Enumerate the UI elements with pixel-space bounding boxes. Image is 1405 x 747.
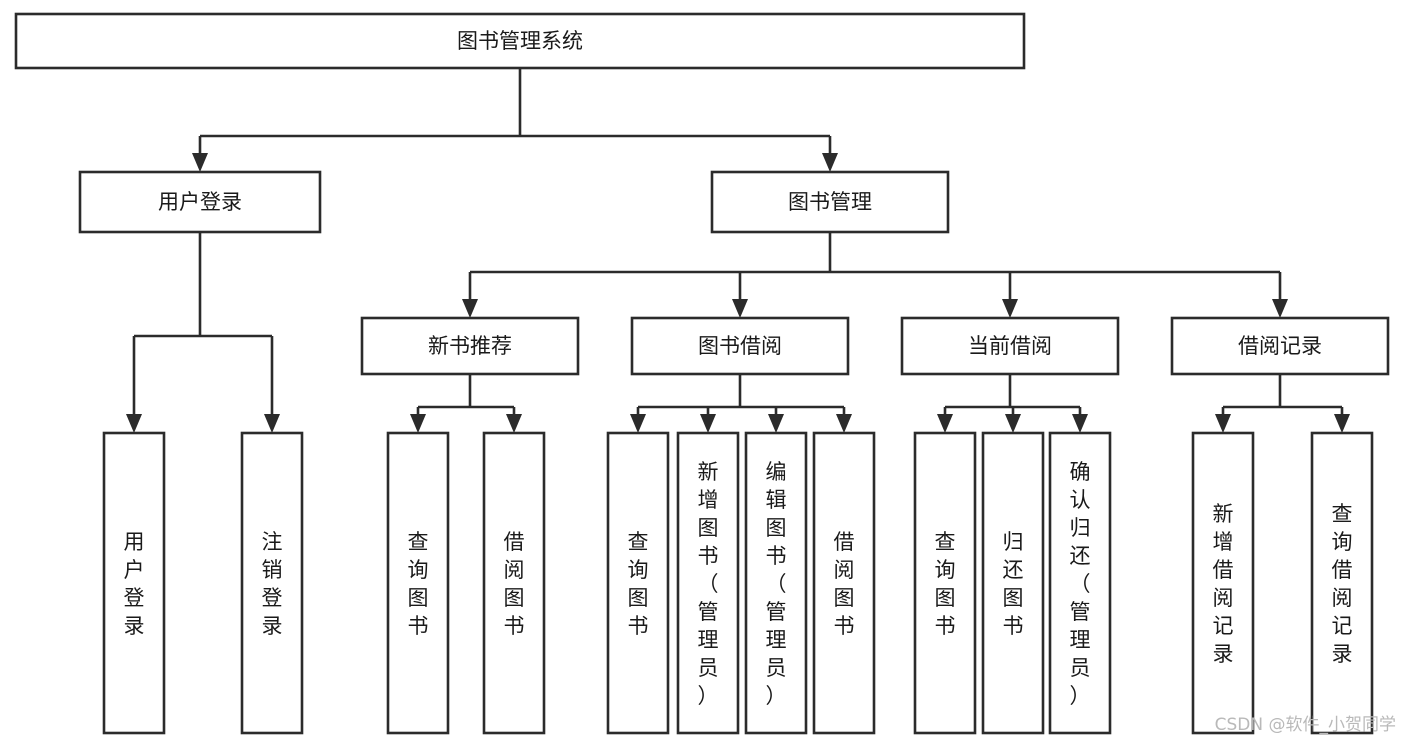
node-label: 新书推荐 xyxy=(428,334,512,358)
node-leaf-add-borrow-record[interactable]: 新增借阅记录 xyxy=(1191,431,1255,735)
node-box xyxy=(606,431,670,735)
node-label: 新增借阅记录 xyxy=(1213,502,1234,666)
node-box xyxy=(1191,431,1255,735)
node-leaf-query-book-borrow[interactable]: 查询图书 xyxy=(606,431,670,735)
node-label: 编辑图书（管理员） xyxy=(766,460,787,708)
node-label: 用户登录 xyxy=(158,190,242,214)
node-label: 新增图书（管理员） xyxy=(698,460,719,708)
node-label: 图书管理系统 xyxy=(457,29,583,53)
node-label: 借阅记录 xyxy=(1238,334,1322,358)
node-leaf-user-login[interactable]: 用户登录 xyxy=(102,431,166,735)
arrow-down-icon-root-0 xyxy=(192,153,208,172)
node-new-book-recommend[interactable]: 新书推荐 xyxy=(360,316,580,376)
arrow-down-icon-userlogin-1 xyxy=(264,414,280,433)
arrow-down-icon-leaf-1-3 xyxy=(836,414,852,433)
arrow-down-icon-bookmgmt-2 xyxy=(1002,299,1018,318)
node-box xyxy=(1170,316,1390,376)
node-box xyxy=(78,170,322,234)
arrow-down-icon-root-1 xyxy=(822,153,838,172)
node-label: 查询图书 xyxy=(408,530,429,638)
node-box xyxy=(1310,431,1374,735)
node-book-management[interactable]: 图书管理 xyxy=(710,170,950,234)
arrow-down-icon-userlogin-0 xyxy=(126,414,142,433)
node-leaf-user-logout[interactable]: 注销登录 xyxy=(240,431,304,735)
node-box xyxy=(676,431,740,735)
node-label: 查询借阅记录 xyxy=(1332,502,1353,666)
node-box xyxy=(710,170,950,234)
node-leaf-return-book[interactable]: 归还图书 xyxy=(981,431,1045,735)
node-label: 图书管理 xyxy=(788,190,872,214)
node-leaf-edit-book[interactable]: 编辑图书（管理员） xyxy=(744,431,808,735)
node-leaf-borrow-book-recommend[interactable]: 借阅图书 xyxy=(482,431,546,735)
node-box xyxy=(812,431,876,735)
connectors-layer xyxy=(126,68,1350,433)
arrow-down-icon-leaf-0-1 xyxy=(506,414,522,433)
node-label: 查询图书 xyxy=(628,530,649,638)
node-label: 归还图书 xyxy=(1003,530,1024,638)
node-box xyxy=(240,431,304,735)
node-label: 借阅图书 xyxy=(504,530,525,638)
node-label: 确认归还（管理员） xyxy=(1070,460,1091,708)
arrow-down-icon-leaf-0-0 xyxy=(410,414,426,433)
node-label: 用户登录 xyxy=(124,530,145,638)
node-box xyxy=(482,431,546,735)
arrow-down-icon-leaf-3-0 xyxy=(1215,414,1231,433)
node-leaf-confirm-return[interactable]: 确认归还（管理员） xyxy=(1048,431,1112,735)
node-user-login[interactable]: 用户登录 xyxy=(78,170,322,234)
arrow-down-icon-leaf-2-0 xyxy=(937,414,953,433)
arrow-down-icon-leaf-3-1 xyxy=(1334,414,1350,433)
arrow-down-icon-leaf-1-1 xyxy=(700,414,716,433)
node-box xyxy=(981,431,1045,735)
node-borrow-record[interactable]: 借阅记录 xyxy=(1170,316,1390,376)
arrow-down-icon-bookmgmt-0 xyxy=(462,299,478,318)
arrow-down-icon-bookmgmt-3 xyxy=(1272,299,1288,318)
node-label: 当前借阅 xyxy=(968,334,1052,358)
arrow-down-icon-leaf-1-2 xyxy=(768,414,784,433)
arrow-down-icon-leaf-2-1 xyxy=(1005,414,1021,433)
node-box xyxy=(360,316,580,376)
arrow-down-icon-bookmgmt-1 xyxy=(732,299,748,318)
nodes-layer: 图书管理系统用户登录图书管理新书推荐图书借阅当前借阅借阅记录用户登录注销登录查询… xyxy=(14,12,1390,735)
node-box xyxy=(1048,431,1112,735)
node-leaf-query-book-recommend[interactable]: 查询图书 xyxy=(386,431,450,735)
node-label: 注销登录 xyxy=(262,530,283,638)
node-box xyxy=(386,431,450,735)
arrow-down-icon-leaf-2-2 xyxy=(1072,414,1088,433)
arrow-down-icon-leaf-1-0 xyxy=(630,414,646,433)
node-box xyxy=(630,316,850,376)
node-book-borrow[interactable]: 图书借阅 xyxy=(630,316,850,376)
node-box xyxy=(102,431,166,735)
node-box xyxy=(744,431,808,735)
node-leaf-query-borrow-record[interactable]: 查询借阅记录 xyxy=(1310,431,1374,735)
node-leaf-add-book[interactable]: 新增图书（管理员） xyxy=(676,431,740,735)
node-box xyxy=(14,12,1026,70)
node-label: 借阅图书 xyxy=(834,530,855,638)
node-label: 图书借阅 xyxy=(698,334,782,358)
csdn-watermark: CSDN @软件_小贺同学 xyxy=(1215,715,1396,735)
node-current-borrow[interactable]: 当前借阅 xyxy=(900,316,1120,376)
node-box xyxy=(913,431,977,735)
node-root-图书管理系统[interactable]: 图书管理系统 xyxy=(14,12,1026,70)
node-box xyxy=(900,316,1120,376)
node-leaf-query-book-current[interactable]: 查询图书 xyxy=(913,431,977,735)
node-label: 查询图书 xyxy=(935,530,956,638)
node-leaf-borrow-book[interactable]: 借阅图书 xyxy=(812,431,876,735)
